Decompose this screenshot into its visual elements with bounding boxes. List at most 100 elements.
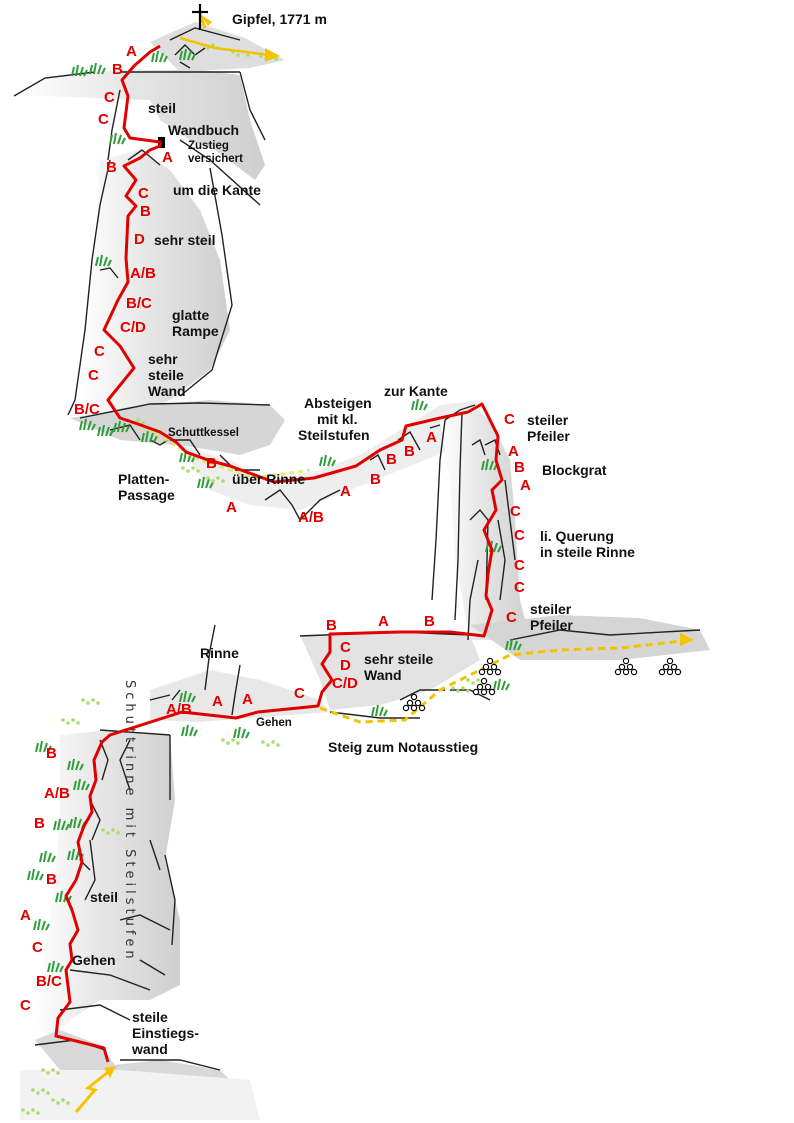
grade-label: A [378,613,389,630]
grade-label: C [340,639,351,656]
approach-paths [139,36,691,724]
grade-label: B [206,455,217,472]
moss-dot [456,689,460,693]
grass-tuft-icon [33,918,50,931]
summit-cross-icon [192,4,208,30]
grade-label: A/B [44,785,70,802]
grass-tuft-icon [197,476,214,489]
grade-label: C [506,609,517,626]
grade-label: C [294,685,305,702]
moss-dot [76,721,80,725]
moss-dot [246,53,250,57]
grade-label: C/D [332,675,358,692]
boulder-icon [410,704,418,712]
boulder-icon [658,668,666,676]
label-schuttkessel: Schuttkessel [168,427,239,439]
moss-dot [181,466,185,470]
grade-label: C [20,997,31,1014]
grass-tuft-icon [411,398,428,411]
boulder-icon [410,693,418,701]
moss-dot [41,1088,45,1092]
moss-dot [86,701,90,705]
grade-label: B [424,613,435,630]
moss-dot [466,678,470,682]
label-steiler-1a: steiler [527,412,569,428]
grass-tuft-icon [113,420,130,433]
grade-label: B [404,443,415,460]
grass-tuft-icon [179,450,196,463]
label-rampe: Rampe [172,323,219,339]
boulder-icon [614,668,622,676]
moss-dot [31,1088,35,1092]
grade-label: B [112,61,123,78]
moss-dot [61,718,65,722]
label-versichert: versichert [188,153,243,165]
grade-label: B [106,159,117,176]
grade-label: A/B [130,265,156,282]
grade-label: C [32,939,43,956]
moss-dot [106,831,110,835]
label-wand-b: Wand [364,667,402,683]
label-steiler-2a: steiler [530,601,572,617]
boulder-icon [630,668,638,676]
boulder-icon [626,663,634,671]
grass-tuft-icon [371,704,388,717]
label-steile-einstieg-a: steile [132,1009,168,1025]
moss-dot [216,476,220,480]
grass-tuft-icon [141,430,158,443]
boulder-icon [480,688,488,696]
grade-label: C [514,527,525,544]
moss-dot [266,743,270,747]
grade-label: A [426,429,437,446]
moss-dot [61,1098,65,1102]
boulder-icon [662,663,670,671]
boulder-icon [414,699,422,707]
label-steil-top: steil [148,100,176,116]
label-mit-kl: mit kl. [317,411,357,427]
label-um-die-kante: um die Kante [173,182,261,198]
grass-tuft-icon [53,818,70,831]
grade-label: D [340,657,351,674]
boulder-icon [486,657,494,665]
grade-label: B/C [36,973,62,990]
boulder-icon [670,663,678,671]
grass-tuft-icon [67,758,84,771]
grade-label: C [98,111,109,128]
grass-tuft-icon [505,638,522,651]
boulder-icon [622,668,630,676]
grass-tuft-icon [481,458,498,471]
route-labels: Gipfel, 1771 m steil Wandbuch Zustieg ve… [72,11,635,1057]
grass-tuft-icon [55,890,72,903]
moss-dot [116,831,120,835]
moss-dot [66,1101,70,1105]
label-platten: Platten- [118,471,170,487]
grass-tuft-icon [27,868,44,881]
grade-label: C [514,579,525,596]
grass-tuft-icon [181,724,198,737]
moss-dot [226,741,230,745]
grass-tuft-icon [35,740,52,753]
label-wand: Wand [148,383,186,399]
label-pfeiler-2b: Pfeiler [530,617,573,633]
label-sehr: sehr [148,351,178,367]
grade-label: B [326,617,337,634]
label-li-querung: li. Querung [540,528,614,544]
moss-dot [221,738,225,742]
grass-tuft-icon [179,48,196,61]
boulder-icon [486,668,494,676]
rock-shading [16,22,710,1120]
moss-dot [196,469,200,473]
grade-label: D [134,231,145,248]
moss-dot [101,828,105,832]
label-zustieg: Zustieg [188,140,229,152]
label-steile-einstieg-c: wand [131,1041,168,1057]
summit-label: Gipfel, 1771 m [232,11,327,27]
moss-dot [46,1071,50,1075]
boulder-icon [476,683,484,691]
label-sehr-steile-a: sehr steile [364,651,433,667]
moss-dot [111,828,115,832]
moss-dot [71,718,75,722]
boulder-icon [418,704,426,712]
label-glatte: glatte [172,307,210,323]
label-passage: Passage [118,487,175,503]
